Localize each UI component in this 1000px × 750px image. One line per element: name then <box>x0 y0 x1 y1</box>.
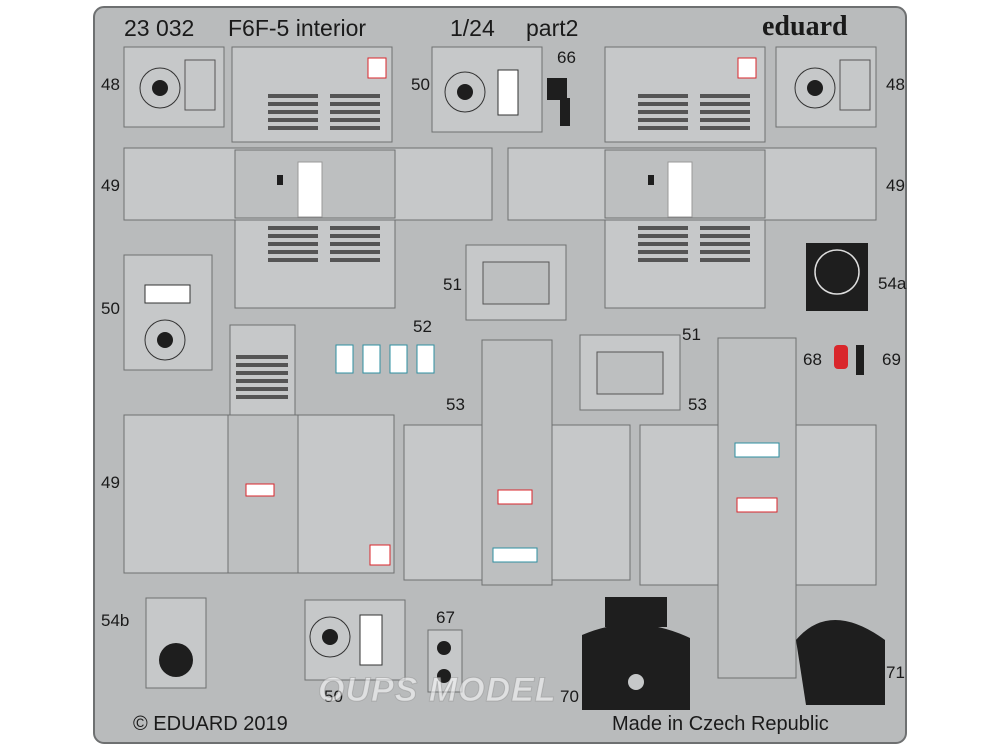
label-70: 70 <box>560 687 579 706</box>
origin-text: Made in Czech Republic <box>612 713 829 735</box>
label-67: 67 <box>436 608 455 627</box>
part-71 <box>796 620 885 705</box>
part-49-top-right-panel <box>604 46 766 143</box>
kit-scale: 1/24 <box>450 15 495 41</box>
part-49-top-left-panel <box>231 46 393 143</box>
label-51-lower: 51 <box>682 325 701 344</box>
kit-code: 23 032 <box>124 15 195 41</box>
part-54a <box>806 243 868 311</box>
label-71: 71 <box>886 663 905 682</box>
label-50-left: 50 <box>101 299 120 318</box>
part-53-centre <box>403 339 631 586</box>
label-48-left: 48 <box>101 75 120 94</box>
part-49-left-band <box>123 147 493 221</box>
part-51-upper <box>465 244 567 321</box>
part-51-lower <box>579 334 681 411</box>
label-66: 66 <box>557 48 576 67</box>
label-48-right: 48 <box>886 75 905 94</box>
label-50-bottom: 50 <box>324 687 343 706</box>
part-49-lower-left <box>123 414 395 574</box>
label-49-lower: 49 <box>101 473 120 492</box>
part-67 <box>427 629 463 693</box>
label-53-left: 53 <box>446 395 465 414</box>
part-48-left <box>123 46 225 128</box>
part-68-69 <box>834 345 864 375</box>
label-69: 69 <box>882 350 901 369</box>
part-48-right <box>775 46 877 128</box>
part-54b <box>145 597 207 689</box>
part-52-placards <box>335 344 435 374</box>
part-50-bottom <box>304 599 406 681</box>
part-53-right <box>639 337 877 679</box>
kit-part: part2 <box>526 15 579 41</box>
part-50-left <box>123 254 213 371</box>
label-49-right: 49 <box>886 176 905 195</box>
part-50-top <box>431 46 543 133</box>
part-66 <box>547 78 570 126</box>
kit-title: F6F-5 interior <box>228 15 367 41</box>
label-50-top: 50 <box>411 75 430 94</box>
label-49-left: 49 <box>101 176 120 195</box>
label-68: 68 <box>803 350 822 369</box>
label-54b: 54b <box>101 611 130 630</box>
part-vent-right-lower <box>604 219 766 309</box>
watermark: OUPS MODEL <box>318 671 557 709</box>
label-52: 52 <box>413 317 432 336</box>
brand-logo: eduard <box>762 11 848 42</box>
part-49-right-band <box>507 147 877 221</box>
copyright-text: © EDUARD 2019 <box>133 713 288 735</box>
part-vent-left-lower <box>234 219 396 309</box>
label-51-upper: 51 <box>443 275 462 294</box>
label-53-right: 53 <box>688 395 707 414</box>
part-vent-stack <box>229 324 296 416</box>
label-54a: 54a <box>878 274 907 293</box>
part-70 <box>582 597 690 710</box>
